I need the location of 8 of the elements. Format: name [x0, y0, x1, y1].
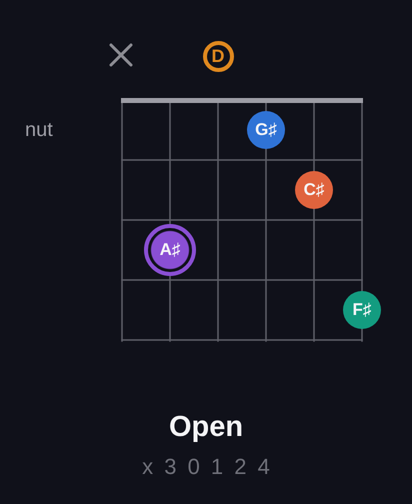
open-string-marker: D [202, 40, 234, 72]
note-dot: C♯ [295, 171, 333, 209]
nut-label: nut [25, 119, 53, 142]
note-dot: G♯ [247, 111, 285, 149]
chord-name: Open [168, 411, 244, 444]
note-dot: F♯ [343, 291, 381, 329]
fingering-label: x 3 0 1 2 4 [142, 454, 272, 480]
root-note-dot: A♯ [144, 224, 196, 276]
